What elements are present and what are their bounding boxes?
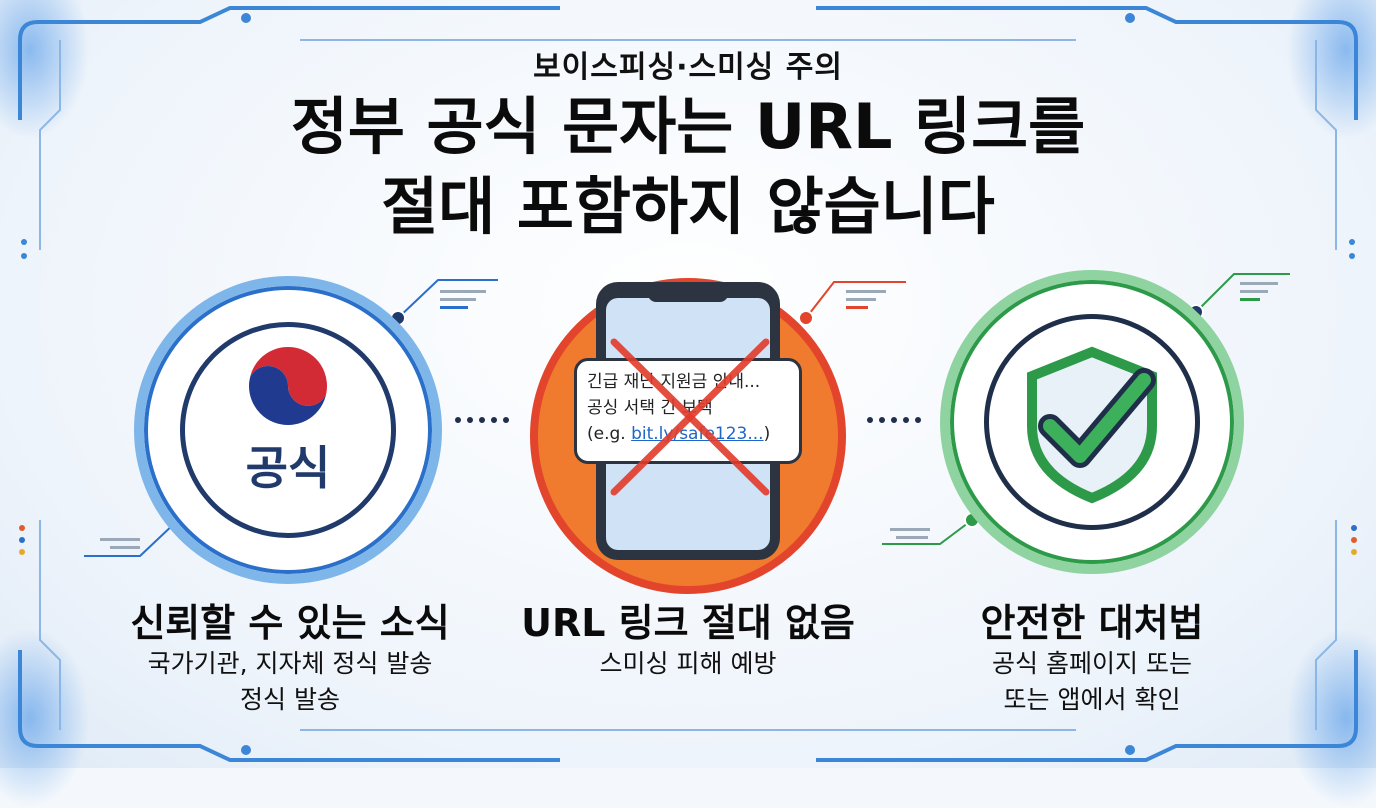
column-3-title: 안전한 대처법 bbox=[980, 601, 1204, 645]
column-2-title: URL 링크 절대 없음 bbox=[521, 601, 855, 645]
sms-link-suffix: ) bbox=[763, 424, 771, 444]
headline-line-2: 절대 포함하지 않습니다 bbox=[381, 170, 995, 243]
red-x-icon bbox=[610, 338, 770, 496]
column-2-subtitle-line-1: 스미싱 피해 예방 bbox=[599, 649, 777, 678]
column-1-subtitle-line-2: 정식 발송 bbox=[240, 685, 340, 714]
official-badge-text: 공식 bbox=[245, 441, 331, 495]
column-1-subtitle-line-1: 국가기관, 지자체 정식 발송 bbox=[147, 649, 433, 678]
taegeuk-emblem-icon bbox=[247, 345, 329, 427]
column-1-title: 신뢰할 수 있는 소식 bbox=[130, 601, 450, 645]
checkmark-shield-icon bbox=[1027, 346, 1157, 504]
column-3-subtitle-line-2: 또는 앱에서 확인 bbox=[1003, 685, 1181, 714]
sms-link-prefix: (e.g. bbox=[587, 424, 632, 444]
kicker-text: 보이스피싱·스미싱 주의 bbox=[533, 50, 843, 85]
headline-line-1: 정부 공식 문자는 URL 링크를 bbox=[290, 90, 1086, 163]
column-3-subtitle-line-1: 공식 홈페이지 또는 bbox=[992, 649, 1192, 678]
